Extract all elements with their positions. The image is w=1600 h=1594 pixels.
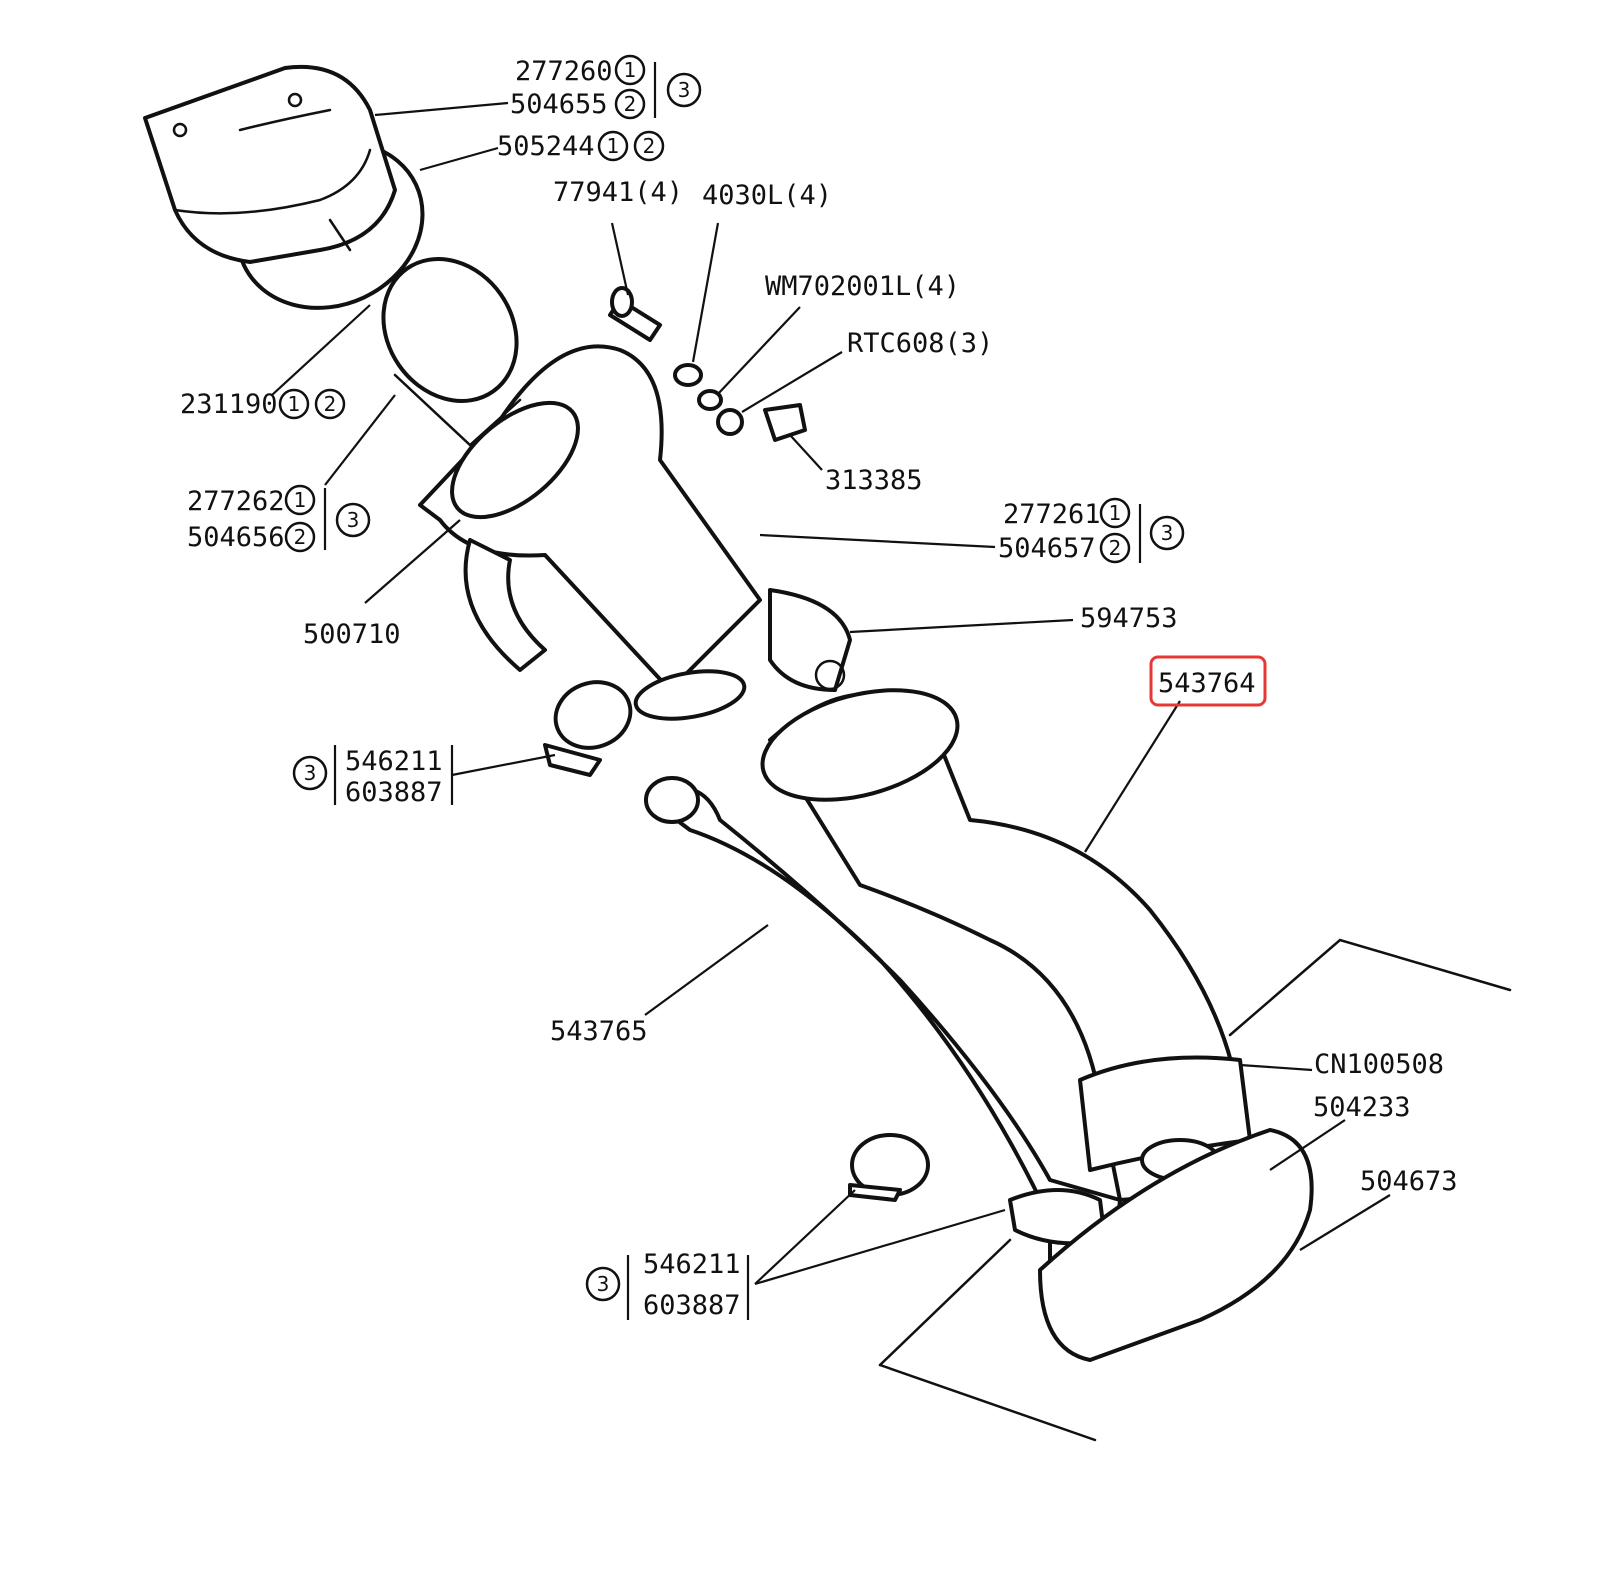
svg-text:2: 2 [294,525,307,549]
marker-1: 1 [614,54,646,86]
label-603887-upper: 603887 [345,777,443,808]
label-504655: 504655 [510,89,608,120]
svg-text:3: 3 [304,761,317,785]
label-594753: 594753 [1080,603,1178,634]
label-4030L: 4030L(4) [702,180,832,211]
label-277260: 277260 [515,56,613,87]
marker-1: 1 [597,130,629,162]
filler-neck-drawing [381,257,852,721]
label-505244: 505244 [497,131,595,162]
svg-text:2: 2 [1109,536,1122,560]
marker-2: 2 [1099,532,1131,564]
label-504233: 504233 [1313,1092,1411,1123]
svg-text:3: 3 [678,78,691,102]
svg-text:1: 1 [294,488,307,512]
marker-3: 3 [585,1266,621,1302]
marker-2: 2 [314,388,346,420]
marker-2: 2 [633,130,665,162]
filler-hose-drawing [760,688,1252,1202]
label-543764: 543764 [1158,668,1256,699]
labels: 277260 504655 505244 77941(4) 4030L(4) W… [180,56,1458,1321]
label-77941: 77941(4) [553,177,683,208]
svg-text:1: 1 [288,392,301,416]
label-546211-upper: 546211 [345,746,443,777]
label-546211-lower: 546211 [643,1249,741,1280]
label-504656: 504656 [187,522,285,553]
label-277262: 277262 [187,486,285,517]
svg-text:3: 3 [347,508,360,532]
label-504673: 504673 [1360,1166,1458,1197]
label-603887-lower: 603887 [643,1290,741,1321]
label-RTC608: RTC608(3) [847,328,993,359]
label-277261: 277261 [1003,499,1101,530]
mounting-plate-drawing [878,938,1512,1442]
leader-lines [271,62,1391,1320]
marker-2: 2 [284,521,316,553]
svg-text:1: 1 [607,134,620,158]
svg-text:3: 3 [1161,521,1174,545]
marker-3: 3 [666,72,702,108]
marker-3: 3 [1149,515,1185,551]
marker-1: 1 [1099,497,1131,529]
filler-cap-drawing [143,65,425,310]
label-504657: 504657 [998,533,1096,564]
svg-text:2: 2 [624,92,637,116]
label-231190: 231190 [180,389,278,420]
svg-text:1: 1 [1109,501,1122,525]
marker-1: 1 [284,484,316,516]
svg-text:2: 2 [324,392,337,416]
marker-2: 2 [614,88,646,120]
label-500710: 500710 [303,619,401,650]
circled-markers: 1 2 3 1 2 1 2 1 2 3 1 2 3 3 3 [278,54,1185,1302]
label-313385: 313385 [825,465,923,496]
svg-text:1: 1 [624,58,637,82]
marker-3: 3 [292,755,328,791]
label-543765: 543765 [550,1016,648,1047]
svg-text:3: 3 [597,1272,610,1296]
svg-text:2: 2 [643,134,656,158]
label-CN100508: CN100508 [1314,1049,1444,1080]
hose-clips-drawing [543,680,930,1202]
fasteners-drawing [608,286,807,442]
label-WM702001L: WM702001L(4) [765,271,960,302]
marker-1: 1 [278,388,310,420]
highlight-box-543764 [1149,655,1267,707]
marker-3: 3 [335,502,371,538]
